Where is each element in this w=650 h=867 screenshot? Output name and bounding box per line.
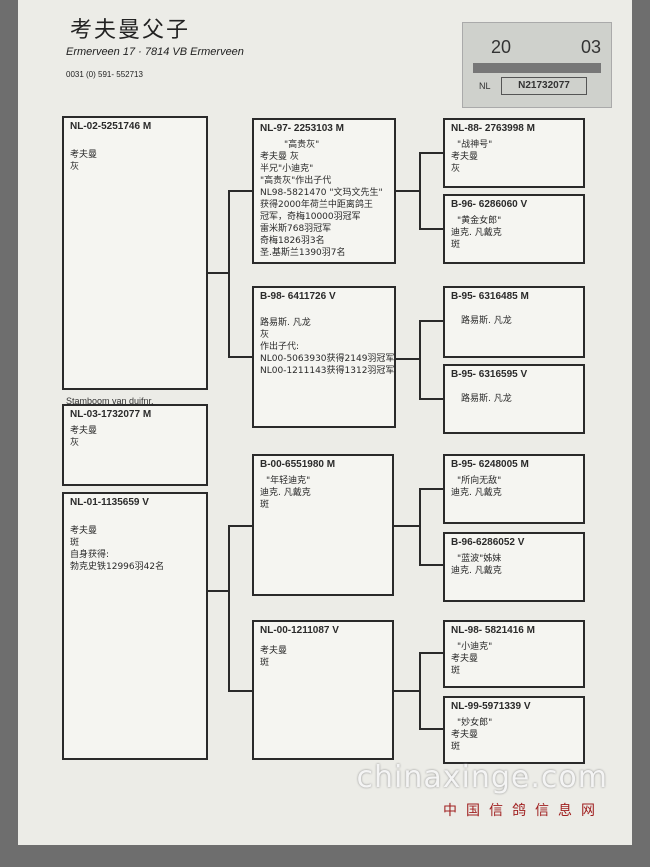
gs1-line: 半兄"小迪克"	[260, 164, 314, 174]
gd1-line: NL00-5063930获得2149羽冠军	[260, 354, 395, 364]
gs1-line: 圣.基斯兰1390羽7名	[260, 248, 346, 258]
subject-id: NL-03-1732077 M	[70, 409, 152, 420]
pedigree-caption: Stamboom van duifnr.	[66, 396, 154, 406]
ggp-3-box: B-95- 6316485 M 路易斯. 凡龙	[443, 286, 585, 358]
ggp-5-box: B-95- 6248005 M "所向无敌" 迪克. 凡戴克	[443, 454, 585, 524]
ggp-4-box: B-95- 6316595 V 路易斯. 凡龙	[443, 364, 585, 434]
gd2-line: 斑	[260, 658, 270, 668]
subject-line: 灰	[70, 438, 80, 448]
ggp-6-box: B-96-6286052 V "蓝波"姊妹 迪克. 凡戴克	[443, 532, 585, 602]
ggp-6-line: "蓝波"姊妹	[457, 554, 502, 564]
ggp-4-id: B-95- 6316595 V	[451, 369, 528, 380]
ggp-6-line: 迪克. 凡戴克	[451, 566, 502, 576]
ggp-3-line: 路易斯. 凡龙	[461, 316, 512, 326]
ggp-7-box: NL-98- 5821416 M "小迪克" 考夫曼 斑	[443, 620, 585, 688]
stamp-prefix: NL	[479, 81, 491, 91]
sire-box: NL-02-5251746 M 考夫曼 灰	[62, 116, 208, 390]
gs1-line: 雷米斯768羽冠军	[260, 224, 332, 234]
sire-id: NL-02-5251746 M	[70, 121, 152, 132]
ggp-5-line: 迪克. 凡戴克	[451, 488, 502, 498]
ggp-2-line: 斑	[451, 240, 461, 250]
ggp-6-id: B-96-6286052 V	[451, 537, 525, 548]
ggp-8-line: 考夫曼	[451, 730, 479, 740]
watermark-text: chinaxinge.com	[356, 760, 608, 795]
gs1-line: "高贵灰"作出子代	[260, 176, 332, 186]
ggp-7-line: 考夫曼	[451, 654, 479, 664]
gd1-line: 路易斯. 凡龙	[260, 318, 311, 328]
ggp-1-id: NL-88- 2763998 M	[451, 123, 535, 134]
ggp-8-id: NL-99-5971339 V	[451, 701, 531, 712]
ggp-1-line: 灰	[451, 164, 461, 174]
stamp-band	[473, 63, 601, 73]
granddam-maternal-id: NL-00-1211087 V	[260, 625, 339, 636]
ggp-3-id: B-95- 6316485 M	[451, 291, 529, 302]
ggp-2-id: B-96- 6286060 V	[451, 199, 528, 210]
dam-line: 斑	[70, 538, 80, 548]
phone-number: 0031 (0) 591- 552713	[66, 70, 143, 79]
ggp-8-line: 斑	[451, 742, 461, 752]
ggp-1-line: "战神号"	[457, 140, 493, 150]
ring-stamp: 20 03 NL N21732077	[462, 22, 612, 108]
gd1-line: 作出子代:	[260, 342, 300, 352]
ggp-5-id: B-95- 6248005 M	[451, 459, 529, 470]
ggp-7-line: "小迪克"	[457, 642, 493, 652]
granddam-maternal-box: NL-00-1211087 V 考夫曼 斑	[252, 620, 394, 760]
grandsire-maternal-box: B-00-6551980 M "年轻迪克" 迪克. 凡戴克 斑	[252, 454, 394, 596]
ggp-4-line: 路易斯. 凡龙	[461, 394, 512, 404]
gs1-line: 考夫曼 灰	[260, 152, 299, 162]
subject-box: NL-03-1732077 M 考夫曼 灰	[62, 404, 208, 486]
dam-line: 勃克史铁12996羽42名	[70, 562, 165, 572]
stamp-year-right: 03	[581, 37, 602, 57]
dam-box: NL-01-1135659 V 考夫曼 斑 自身获得: 勃克史铁12996羽42…	[62, 492, 208, 760]
dam-line: 自身获得:	[70, 550, 110, 560]
stamp-ring-number: N21732077	[501, 77, 587, 95]
subject-line: 考夫曼	[70, 426, 98, 436]
stamp-year-left: 20	[491, 37, 512, 57]
gs1-line: "高贵灰"	[284, 140, 320, 150]
sire-line: 灰	[70, 162, 80, 172]
page-title: 考夫曼父子	[70, 18, 191, 43]
ggp-2-box: B-96- 6286060 V "黄金女郎" 迪克. 凡戴克 斑	[443, 194, 585, 264]
ggp-8-box: NL-99-5971339 V "妙女郎" 考夫曼 斑	[443, 696, 585, 764]
ggp-7-line: 斑	[451, 666, 461, 676]
dam-id: NL-01-1135659 V	[70, 497, 149, 508]
ggp-7-id: NL-98- 5821416 M	[451, 625, 535, 636]
grandsire-paternal-box: NL-97- 2253103 M "高贵灰" 考夫曼 灰 半兄"小迪克" "高贵…	[252, 118, 396, 264]
gs2-line: 迪克. 凡戴克	[260, 488, 311, 498]
ggp-2-line: 迪克. 凡戴克	[451, 228, 502, 238]
sire-line: 考夫曼	[70, 150, 98, 160]
ggp-5-line: "所向无敌"	[457, 476, 502, 486]
ggp-1-box: NL-88- 2763998 M "战神号" 考夫曼 灰	[443, 118, 585, 188]
ggp-2-line: "黄金女郎"	[457, 216, 502, 226]
ggp-8-line: "妙女郎"	[457, 718, 493, 728]
watermark-subtext: 中国信鸽信息网	[443, 803, 604, 819]
granddam-paternal-box: B-98- 6411726 V 路易斯. 凡龙 灰 作出子代: NL00-506…	[252, 286, 396, 428]
ggp-1-line: 考夫曼	[451, 152, 479, 162]
gd2-line: 考夫曼	[260, 646, 288, 656]
grandsire-maternal-id: B-00-6551980 M	[260, 459, 336, 470]
granddam-paternal-id: B-98- 6411726 V	[260, 291, 336, 302]
gs1-line: NL98-5821470 "文玛文先生"	[260, 188, 383, 198]
grandsire-paternal-id: NL-97- 2253103 M	[260, 123, 344, 134]
gs1-line: 冠军，奇梅10000羽冠军	[260, 212, 361, 222]
gs2-line: "年轻迪克"	[266, 476, 311, 486]
gd1-line: NL00-1211143获得1312羽冠军	[260, 366, 395, 376]
gs1-line: 奇梅1826羽3名	[260, 236, 325, 246]
dam-line: 考夫曼	[70, 526, 98, 536]
gs2-line: 斑	[260, 500, 270, 510]
gd1-line: 灰	[260, 330, 270, 340]
gs1-line: 获得2000年荷兰中距离鸽王	[260, 200, 373, 210]
address: Ermerveen 17 · 7814 VB Ermerveen	[66, 46, 244, 58]
